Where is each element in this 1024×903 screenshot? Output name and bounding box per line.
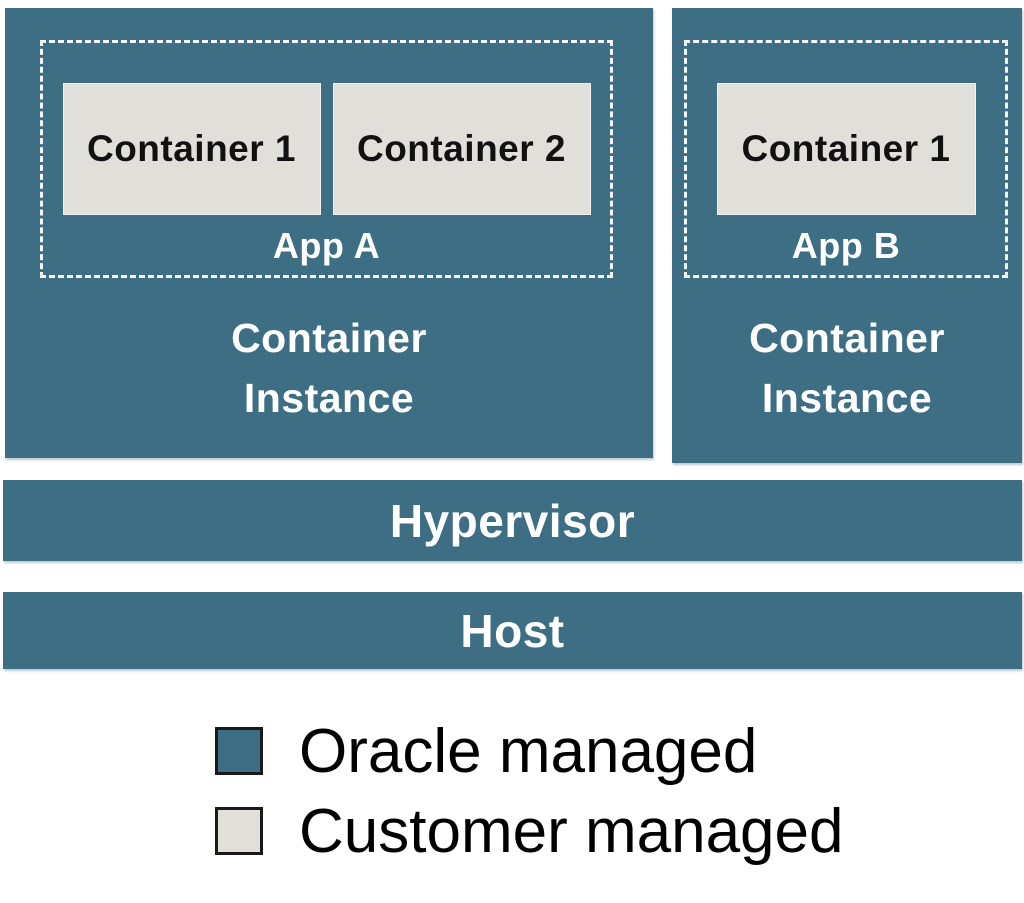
app-a-boundary: Container 1 Container 2 App A — [40, 40, 613, 278]
app-b-containers-row: Container 1 — [716, 83, 976, 215]
hypervisor-label: Hypervisor — [389, 494, 636, 547]
legend-item-customer-managed: Customer managed — [215, 791, 844, 871]
container-2-label: Container 2 — [356, 128, 567, 169]
legend: Oracle managed Customer managed — [215, 711, 844, 871]
host-label: Host — [460, 604, 565, 657]
container-instance-box-1: Container 1 Container 2 App A Container … — [5, 8, 653, 458]
oracle-managed-swatch-icon — [215, 727, 263, 775]
container-1-label: Container 1 — [741, 128, 951, 169]
hypervisor-bar: Hypervisor — [3, 480, 1022, 561]
customer-managed-label: Customer managed — [299, 796, 844, 866]
container-1-label: Container 1 — [86, 128, 297, 169]
container-instance-box-2: Container 1 App B Container Instance — [672, 8, 1022, 463]
container-instance-2-label: Container Instance — [749, 315, 945, 421]
container-1-box: Container 1 — [62, 83, 321, 215]
app-a-label: App A — [272, 225, 381, 266]
container-1-box: Container 1 — [716, 83, 976, 215]
app-a-containers-row: Container 1 Container 2 — [62, 83, 591, 215]
host-bar: Host — [3, 592, 1022, 669]
customer-managed-swatch-icon — [215, 807, 263, 855]
app-b-label: App B — [791, 225, 901, 266]
oracle-managed-label: Oracle managed — [299, 716, 758, 786]
app-b-boundary: Container 1 App B — [684, 40, 1008, 278]
container-instance-1-label: Container Instance — [231, 315, 427, 421]
legend-item-oracle-managed: Oracle managed — [215, 711, 844, 791]
container-2-box: Container 2 — [332, 83, 591, 215]
